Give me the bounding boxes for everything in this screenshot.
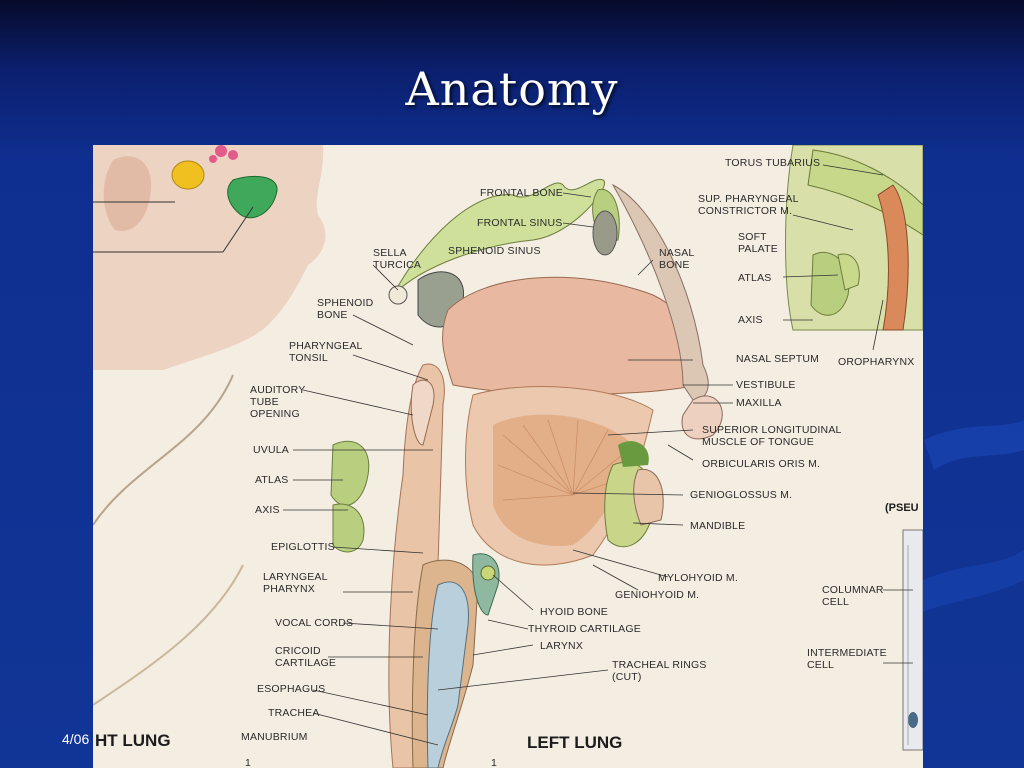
anatomy-illustration [93, 145, 923, 768]
label-mandible: MANDIBLE [690, 520, 746, 532]
label-trachea: TRACHEA [268, 707, 320, 719]
label-orbicularis-oris: ORBICULARIS ORIS M. [702, 458, 821, 470]
label-oropharynx: OROPHARYNX [838, 356, 915, 368]
label-epiglottis: EPIGLOTTIS [271, 541, 335, 553]
label-mylohyoid: MYLOHYOID M. [658, 572, 738, 584]
label-sphenoid-bone: SPHENOID BONE [317, 297, 374, 321]
label-hyoid-bone: HYOID BONE [540, 606, 608, 618]
label-maxilla: MAXILLA [736, 397, 782, 409]
label-vocal-cords: VOCAL CORDS [275, 617, 354, 629]
label-uvula: UVULA [253, 444, 290, 456]
label-atlas-left: ATLAS [255, 474, 289, 486]
label-manubrium: MANUBRIUM [241, 731, 308, 743]
label-left-lung: LEFT LUNG [527, 733, 623, 752]
label-geniohyoid: GENIOHYOID M. [615, 589, 700, 601]
slide-title: Anatomy [405, 62, 619, 116]
label-laryngeal-pharynx: LARYNGEAL PHARYNX [263, 571, 328, 595]
label-nasal-septum: NASAL SEPTUM [736, 353, 820, 365]
label-right-lung: HT LUNG [95, 731, 171, 750]
label-axis-right: AXIS [738, 314, 763, 326]
label-number-mid: 1 [491, 757, 498, 768]
label-cricoid-cartilage: CRICOID CARTILAGE [275, 645, 337, 669]
label-vestibule: VESTIBULE [736, 379, 796, 391]
label-columnar-cell: COLUMNAR CELL [822, 584, 884, 608]
label-tracheal-rings: TRACHEAL RINGS (CUT) [612, 659, 707, 683]
label-larynx: LARYNX [540, 640, 584, 652]
anatomy-photo: FRONTAL BONE FRONTAL SINUS SELLA TURCICA… [93, 145, 923, 768]
label-number-left: 1 [245, 757, 252, 768]
label-sella-turcica: SELLA TURCICA [373, 247, 422, 271]
label-atlas-right: ATLAS [738, 272, 772, 284]
label-pseu: (PSEU [885, 502, 919, 514]
label-esophagus: ESOPHAGUS [257, 683, 326, 695]
label-nasal-bone: NASAL BONE [659, 247, 695, 271]
label-thyroid-cartilage: THYROID CARTILAGE [528, 623, 641, 635]
label-pharyngeal-tonsil: PHARYNGEAL TONSIL [289, 340, 363, 364]
label-soft-palate: SOFT PALATE [738, 231, 778, 255]
label-sphenoid-sinus: SPHENOID SINUS [448, 245, 541, 257]
label-intermediate-cell: INTERMEDIATE CELL [807, 647, 887, 671]
label-axis-left: AXIS [255, 504, 280, 516]
label-frontal-sinus: FRONTAL SINUS [477, 217, 563, 229]
label-genioglossus: GENIOGLOSSUS M. [690, 489, 793, 501]
footer-date: 4/06 [62, 731, 90, 747]
label-torus-tubarius: TORUS TUBARIUS [725, 157, 821, 169]
label-superior-longitudinal-muscle: SUPERIOR LONGITUDINAL MUSCLE OF TONGUE [702, 424, 842, 448]
label-auditory-tube-opening: AUDITORY TUBE OPENING [250, 384, 306, 420]
background-swoosh-decoration [904, 420, 1024, 620]
label-frontal-bone: FRONTAL BONE [480, 187, 563, 199]
label-sup-pharyngeal-constrictor: SUP. PHARYNGEAL CONSTRICTOR M. [698, 193, 799, 217]
